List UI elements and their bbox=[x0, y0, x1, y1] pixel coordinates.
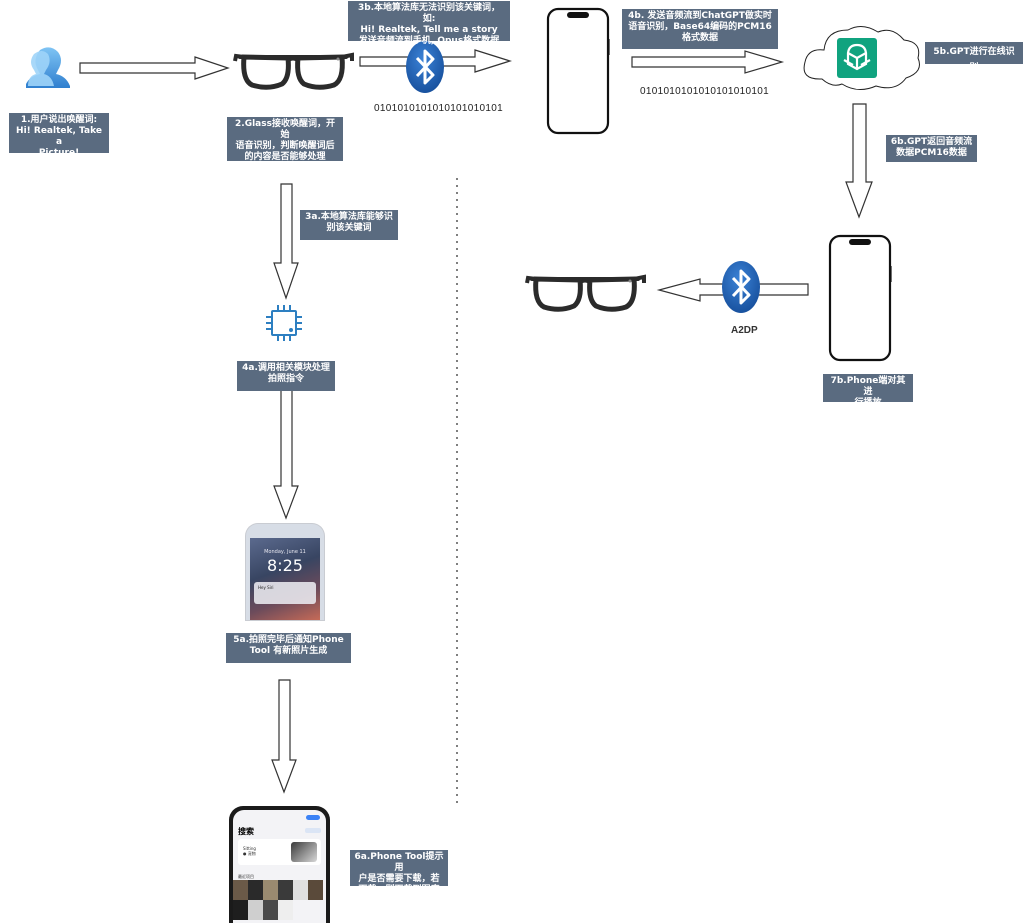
smart-glasses-icon bbox=[527, 277, 644, 309]
photo-thumb bbox=[263, 880, 278, 900]
lock-notification: Hey Siri bbox=[254, 582, 316, 604]
label-step4a: 4a.调用相关模块处理 拍照指令 bbox=[237, 361, 335, 391]
processor-chip-icon bbox=[264, 303, 304, 343]
photo-thumb bbox=[278, 900, 293, 920]
arrow-phone-to-search bbox=[271, 679, 297, 794]
arrow-cloud-to-phone bbox=[845, 103, 873, 219]
bitstream-top: 0101010101010101010101 bbox=[374, 103, 503, 114]
search-pill bbox=[306, 815, 320, 820]
smartphone-icon bbox=[545, 7, 611, 135]
photo-thumb bbox=[233, 880, 248, 900]
search-card-title-text: Sitting bbox=[243, 846, 256, 851]
lock-time: 8:25 bbox=[267, 556, 303, 575]
arrow-chip-to-phone bbox=[273, 379, 299, 520]
lock-screen: Monday, June 11 8:25 Hey Siri bbox=[250, 538, 320, 620]
label-step7b: 7b.Phone端对其进 行播放 bbox=[823, 374, 913, 408]
search-filter bbox=[305, 828, 321, 833]
smartphone-icon bbox=[827, 234, 893, 362]
a2dp-label: A2DP bbox=[731, 325, 758, 336]
smart-glasses-icon bbox=[235, 55, 352, 87]
search-card-title: Sitting ● 宠物 bbox=[243, 846, 256, 857]
arrow-user-to-glasses bbox=[79, 56, 230, 80]
label-step6a: 6a.Phone Tool提示用 户是否需要下载，若 下载，则下载到图库 bbox=[350, 850, 448, 895]
label-step5a: 5a.拍照完毕后通知Phone Tool 有新照片生成 bbox=[226, 633, 351, 663]
photo-thumb bbox=[308, 880, 323, 900]
bitstream-cloud: 0101010101010101010101 bbox=[640, 86, 769, 97]
label-step3b: 3b.本地算法库无法识别该关键词，如: Hi! Realtek, Tell me… bbox=[348, 1, 510, 46]
arrow-glasses-to-chip bbox=[273, 183, 299, 300]
lock-screen-phone: Monday, June 11 8:25 Hey Siri bbox=[246, 524, 324, 620]
label-step3a: 3a.本地算法库能够识 别该关键词 bbox=[300, 210, 398, 240]
bluetooth-icon bbox=[720, 259, 762, 315]
photo-grid bbox=[233, 880, 326, 923]
label-step5b: 5b.GPT进行在线识别 bbox=[925, 42, 1023, 73]
grid-caption: 最近项目 bbox=[238, 874, 254, 879]
search-card-sub-text: ● 宠物 bbox=[243, 851, 256, 856]
photo-thumb bbox=[248, 880, 263, 900]
arrow-phone-to-cloud bbox=[631, 50, 785, 74]
lock-date: Monday, June 11 bbox=[264, 549, 306, 555]
user-profile-icon bbox=[26, 47, 70, 88]
label-step1: 1.用户说出唤醒词: Hi! Realtek, Take a Picture! bbox=[9, 113, 109, 158]
search-screen: 搜索 Sitting ● 宠物 最近项目 bbox=[233, 810, 326, 923]
photo-thumb bbox=[263, 900, 278, 920]
photo-thumb bbox=[248, 900, 263, 920]
chatgpt-logo-icon bbox=[837, 38, 877, 78]
label-step2: 2.Glass接收唤醒词，开始 语音识别，判断唤醒词后 的内容是否能够处理 bbox=[227, 117, 343, 162]
search-screen-phone: 搜索 Sitting ● 宠物 最近项目 bbox=[229, 806, 330, 923]
label-step6b: 6b.GPT返回音频流 数据PCM16数据 bbox=[886, 135, 977, 162]
photo-thumb bbox=[278, 880, 293, 900]
lock-notification-title: Hey Siri bbox=[258, 585, 274, 590]
search-card: Sitting ● 宠物 bbox=[238, 839, 321, 865]
label-step4b: 4b. 发送音频流到ChatGPT做实时 语音识别，Base64编码的PCM16… bbox=[622, 9, 778, 49]
photo-thumb bbox=[233, 900, 248, 920]
search-card-photo bbox=[291, 842, 317, 862]
bluetooth-icon bbox=[404, 39, 446, 95]
search-title: 搜索 bbox=[238, 827, 254, 836]
photo-thumb bbox=[293, 880, 308, 900]
